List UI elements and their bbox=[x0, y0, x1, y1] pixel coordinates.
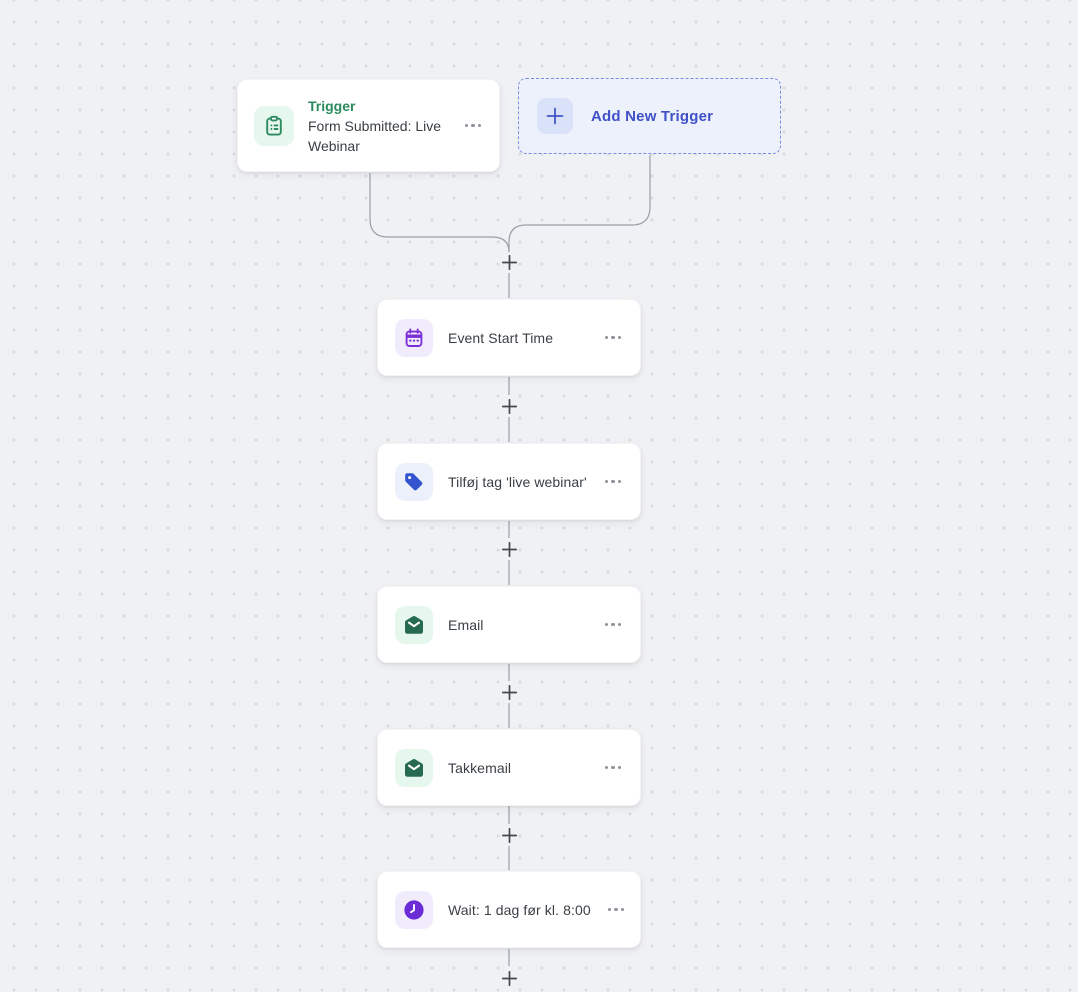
trigger-menu-button[interactable] bbox=[463, 118, 484, 134]
node-title: Tilføj tag 'live webinar' bbox=[448, 473, 587, 490]
tag-icon bbox=[395, 462, 433, 501]
node-title: Event Start Time bbox=[448, 329, 554, 346]
mail-open-icon bbox=[395, 748, 433, 787]
node-title: Wait: 1 dag før kl. 8:00 bbox=[448, 901, 591, 918]
add-step-button[interactable] bbox=[498, 824, 520, 846]
clipboard-list-icon bbox=[254, 105, 294, 146]
kebab-menu-icon bbox=[607, 907, 625, 912]
clock-icon bbox=[395, 890, 433, 929]
workflow-node[interactable]: Event Start Time bbox=[377, 299, 641, 376]
plus-icon bbox=[501, 398, 517, 414]
add-step-button[interactable] bbox=[498, 538, 520, 560]
node-menu-button[interactable] bbox=[603, 474, 624, 490]
workflow-node[interactable]: Takkemail bbox=[377, 729, 641, 806]
plus-icon bbox=[537, 98, 573, 134]
add-step-button[interactable] bbox=[498, 395, 520, 417]
workflow-node[interactable]: Email bbox=[377, 586, 641, 663]
node-title: Email bbox=[448, 616, 484, 633]
plus-icon bbox=[501, 970, 517, 986]
mail-open-icon bbox=[395, 605, 433, 644]
kebab-menu-icon bbox=[604, 335, 621, 340]
plus-icon bbox=[501, 827, 517, 843]
plus-icon bbox=[501, 541, 517, 557]
node-title: Takkemail bbox=[448, 759, 512, 776]
node-menu-button[interactable] bbox=[603, 617, 624, 633]
add-step-button[interactable] bbox=[498, 681, 520, 703]
add-new-trigger-button[interactable]: Add New Trigger bbox=[518, 78, 781, 154]
workflow-node[interactable]: Wait: 1 dag før kl. 8:00 bbox=[377, 871, 641, 948]
calendar-icon bbox=[395, 318, 433, 357]
workflow-node[interactable]: Tilføj tag 'live webinar' bbox=[377, 443, 641, 520]
trigger-card[interactable]: Trigger Form Submitted: Live Webinar bbox=[237, 79, 500, 172]
trigger-texts: Trigger Form Submitted: Live Webinar bbox=[308, 96, 449, 156]
plus-icon bbox=[501, 684, 517, 700]
add-new-trigger-label: Add New Trigger bbox=[591, 107, 714, 125]
kebab-menu-icon bbox=[464, 123, 481, 128]
trigger-type-label: Trigger bbox=[308, 97, 356, 114]
plus-icon bbox=[501, 254, 517, 270]
kebab-menu-icon bbox=[604, 622, 621, 627]
node-menu-button[interactable] bbox=[603, 760, 624, 776]
add-step-button[interactable] bbox=[498, 251, 520, 273]
trigger-title: Form Submitted: Live Webinar bbox=[308, 117, 442, 154]
add-step-button[interactable] bbox=[498, 967, 520, 989]
kebab-menu-icon bbox=[604, 765, 621, 770]
node-menu-button[interactable] bbox=[606, 902, 627, 918]
kebab-menu-icon bbox=[604, 479, 621, 484]
node-menu-button[interactable] bbox=[603, 330, 624, 346]
